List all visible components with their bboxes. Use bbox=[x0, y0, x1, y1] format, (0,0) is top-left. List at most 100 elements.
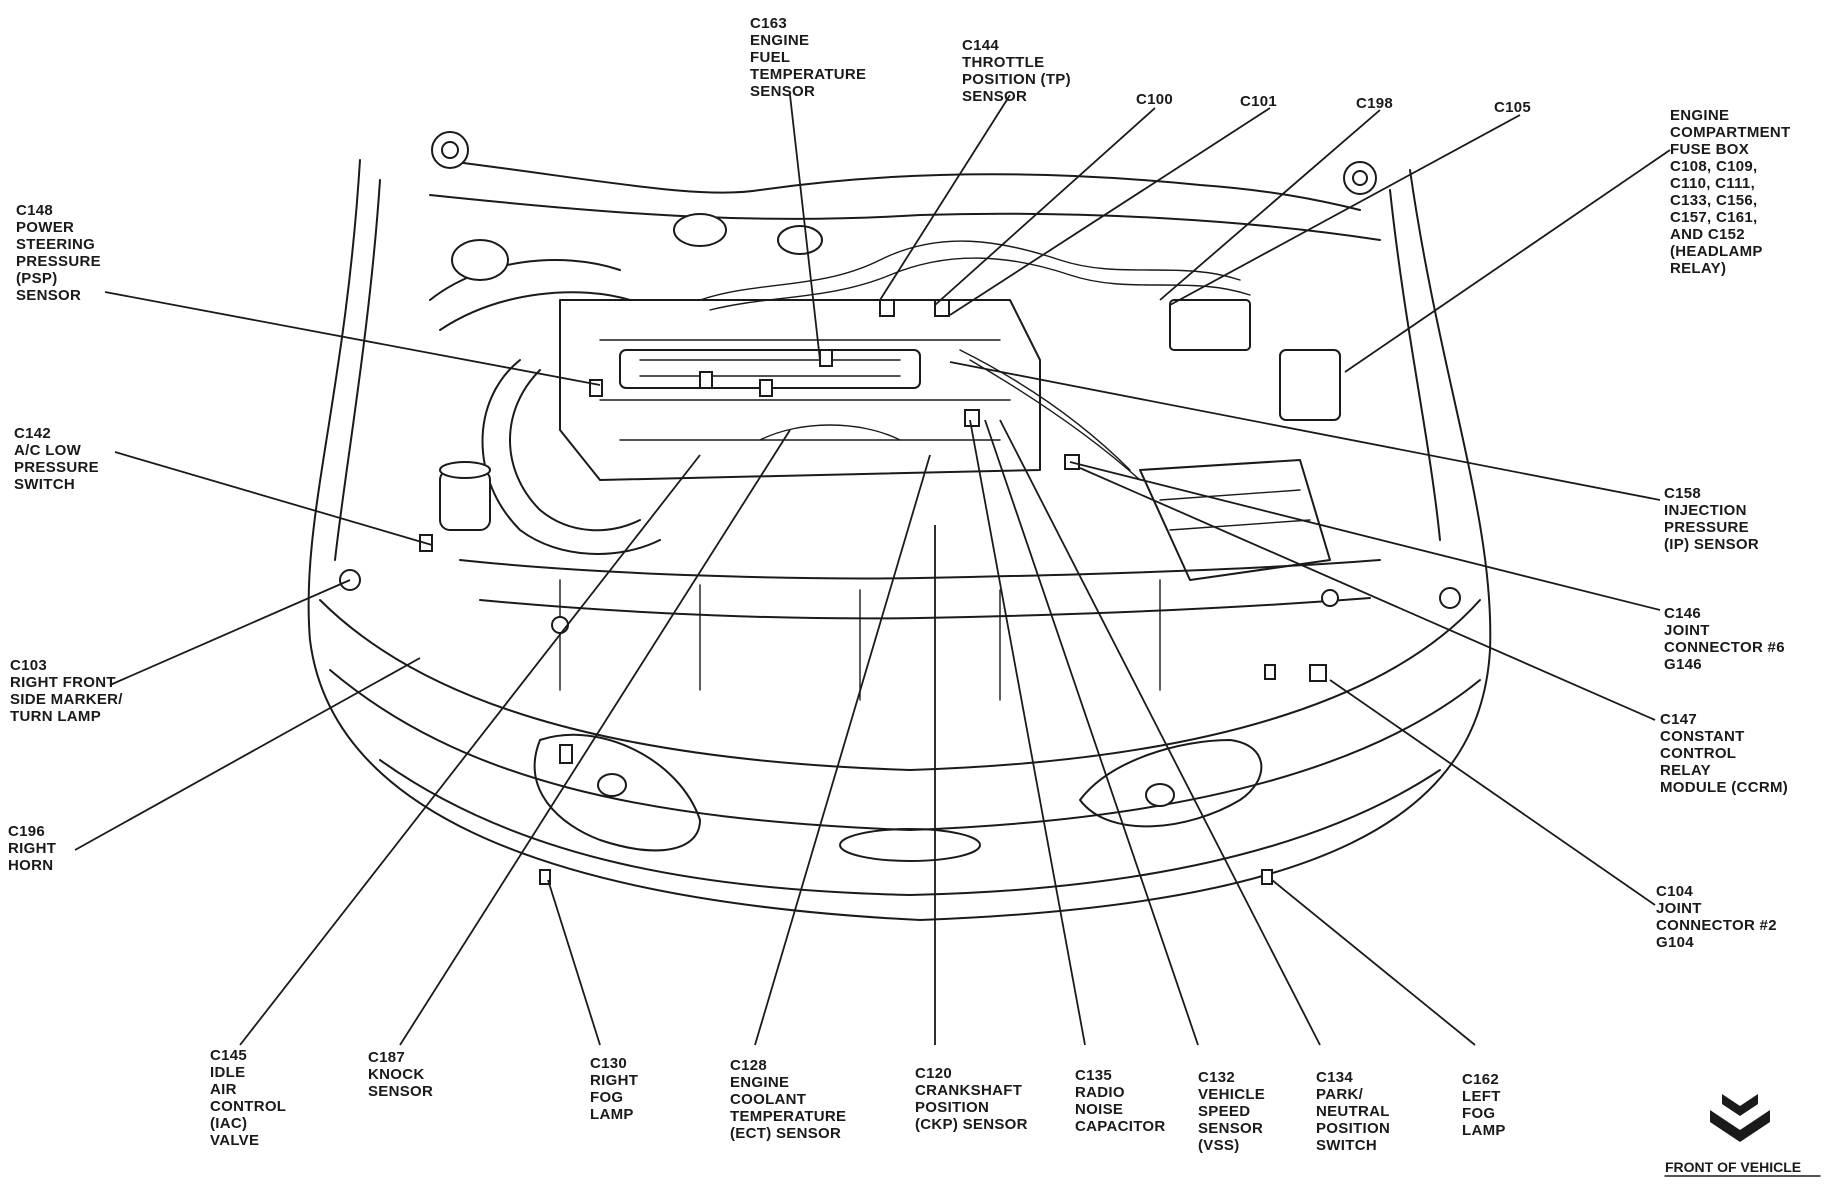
label-line: PRESSURE bbox=[14, 459, 99, 476]
label-line: HORN bbox=[8, 857, 53, 874]
label-line: SWITCH bbox=[1316, 1137, 1377, 1154]
label-line: G146 bbox=[1664, 656, 1702, 673]
label-line: C135 bbox=[1075, 1067, 1112, 1084]
label-line: C196 bbox=[8, 823, 45, 840]
label-line: THROTTLE bbox=[962, 54, 1044, 71]
label-line: AIR bbox=[210, 1081, 237, 1098]
label-line: C198 bbox=[1356, 95, 1393, 112]
label-line: C105 bbox=[1494, 99, 1531, 116]
label-line: (IP) SENSOR bbox=[1664, 536, 1759, 553]
label-line: C101 bbox=[1240, 93, 1277, 110]
label-line: COOLANT bbox=[730, 1091, 806, 1108]
label-line: C134 bbox=[1316, 1069, 1353, 1086]
label-line: RELAY) bbox=[1670, 260, 1726, 277]
label-line: C108, C109, bbox=[1670, 158, 1758, 175]
front-of-vehicle-indicator: FRONT OF VEHICLE bbox=[1664, 1094, 1821, 1177]
label-line: (HEADLAMP bbox=[1670, 243, 1763, 260]
label-line: (PSP) bbox=[16, 270, 58, 287]
label-line: LAMP bbox=[1462, 1122, 1506, 1139]
label-c100: C100 bbox=[1136, 91, 1173, 108]
label-line: INJECTION bbox=[1664, 502, 1747, 519]
label-line: SENSOR bbox=[368, 1083, 433, 1100]
label-line: A/C LOW bbox=[14, 442, 82, 459]
label-line: C133, C156, bbox=[1670, 192, 1758, 209]
label-line: RIGHT bbox=[590, 1072, 638, 1089]
label-line: STEERING bbox=[16, 236, 95, 253]
label-line: RELAY bbox=[1660, 762, 1711, 779]
label-line: TEMPERATURE bbox=[730, 1108, 846, 1125]
label-line: ENGINE bbox=[750, 32, 809, 49]
label-c101: C101 bbox=[1240, 93, 1277, 110]
label-line: RIGHT bbox=[8, 840, 56, 857]
label-line: SENSOR bbox=[962, 88, 1027, 105]
label-line: (ECT) SENSOR bbox=[730, 1125, 841, 1142]
vehicle-front-drawing bbox=[307, 131, 1492, 921]
label-line: CRANKSHAFT bbox=[915, 1082, 1022, 1099]
label-line: C128 bbox=[730, 1057, 767, 1074]
label-line: C144 bbox=[962, 37, 999, 54]
down-chevron-arrow-icon bbox=[1710, 1094, 1770, 1142]
label-line: C100 bbox=[1136, 91, 1173, 108]
label-line: SWITCH bbox=[14, 476, 75, 493]
label-line: VEHICLE bbox=[1198, 1086, 1265, 1103]
label-line: TURN LAMP bbox=[10, 708, 101, 725]
label-line: POWER bbox=[16, 219, 74, 236]
label-line: RADIO bbox=[1075, 1084, 1125, 1101]
label-line: C162 bbox=[1462, 1071, 1499, 1088]
leader-lines bbox=[74, 94, 1671, 1046]
label-line: RIGHT FRONT bbox=[10, 674, 116, 691]
label-line: PRESSURE bbox=[16, 253, 101, 270]
label-line: ENGINE bbox=[730, 1074, 789, 1091]
front-of-vehicle-label: FRONT OF VEHICLE bbox=[1665, 1159, 1801, 1175]
label-line: LAMP bbox=[590, 1106, 634, 1123]
label-line: POSITION bbox=[1316, 1120, 1390, 1137]
label-line: SPEED bbox=[1198, 1103, 1250, 1120]
label-line: AND C152 bbox=[1670, 226, 1745, 243]
label-line: C132 bbox=[1198, 1069, 1235, 1086]
label-line: C163 bbox=[750, 15, 787, 32]
label-line: CONNECTOR #2 bbox=[1656, 917, 1777, 934]
label-line: G104 bbox=[1656, 934, 1694, 951]
label-line: SENSOR bbox=[750, 83, 815, 100]
label-line: CONTROL bbox=[1660, 745, 1736, 762]
label-line: POSITION (TP) bbox=[962, 71, 1071, 88]
label-line: MODULE (CCRM) bbox=[1660, 779, 1788, 796]
label-line: C148 bbox=[16, 202, 53, 219]
label-c105: C105 bbox=[1494, 99, 1531, 116]
label-line: CONSTANT bbox=[1660, 728, 1745, 745]
label-line: PARK/ bbox=[1316, 1086, 1364, 1103]
label-line: CONTROL bbox=[210, 1098, 286, 1115]
label-line: C145 bbox=[210, 1047, 247, 1064]
label-line: C110, C111, bbox=[1670, 175, 1755, 192]
label-line: FOG bbox=[590, 1089, 623, 1106]
label-line: SENSOR bbox=[16, 287, 81, 304]
label-line: NEUTRAL bbox=[1316, 1103, 1390, 1120]
